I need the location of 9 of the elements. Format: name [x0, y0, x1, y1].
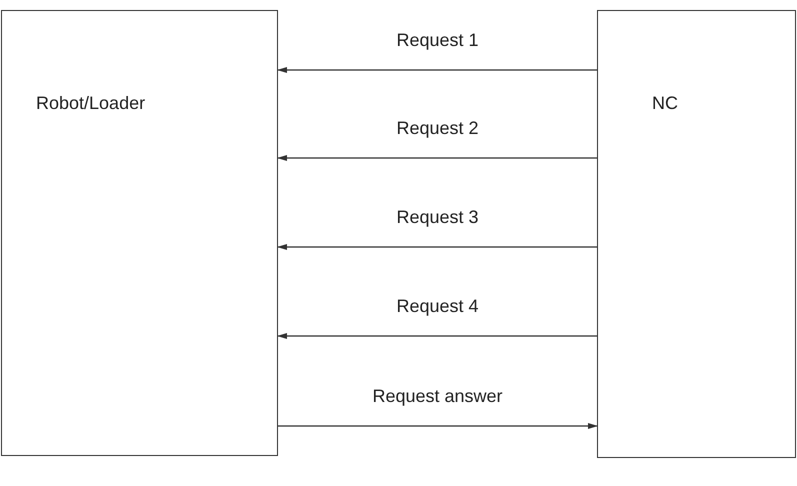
- arrow: [278, 423, 598, 429]
- arrow: [277, 244, 597, 250]
- node-label: Robot/Loader: [36, 93, 146, 114]
- node-label: NC: [652, 93, 678, 114]
- arrow: [277, 155, 597, 161]
- process-box: [1, 10, 278, 456]
- process-box: [597, 10, 796, 458]
- arrow: [277, 67, 597, 73]
- arrow: [277, 333, 597, 339]
